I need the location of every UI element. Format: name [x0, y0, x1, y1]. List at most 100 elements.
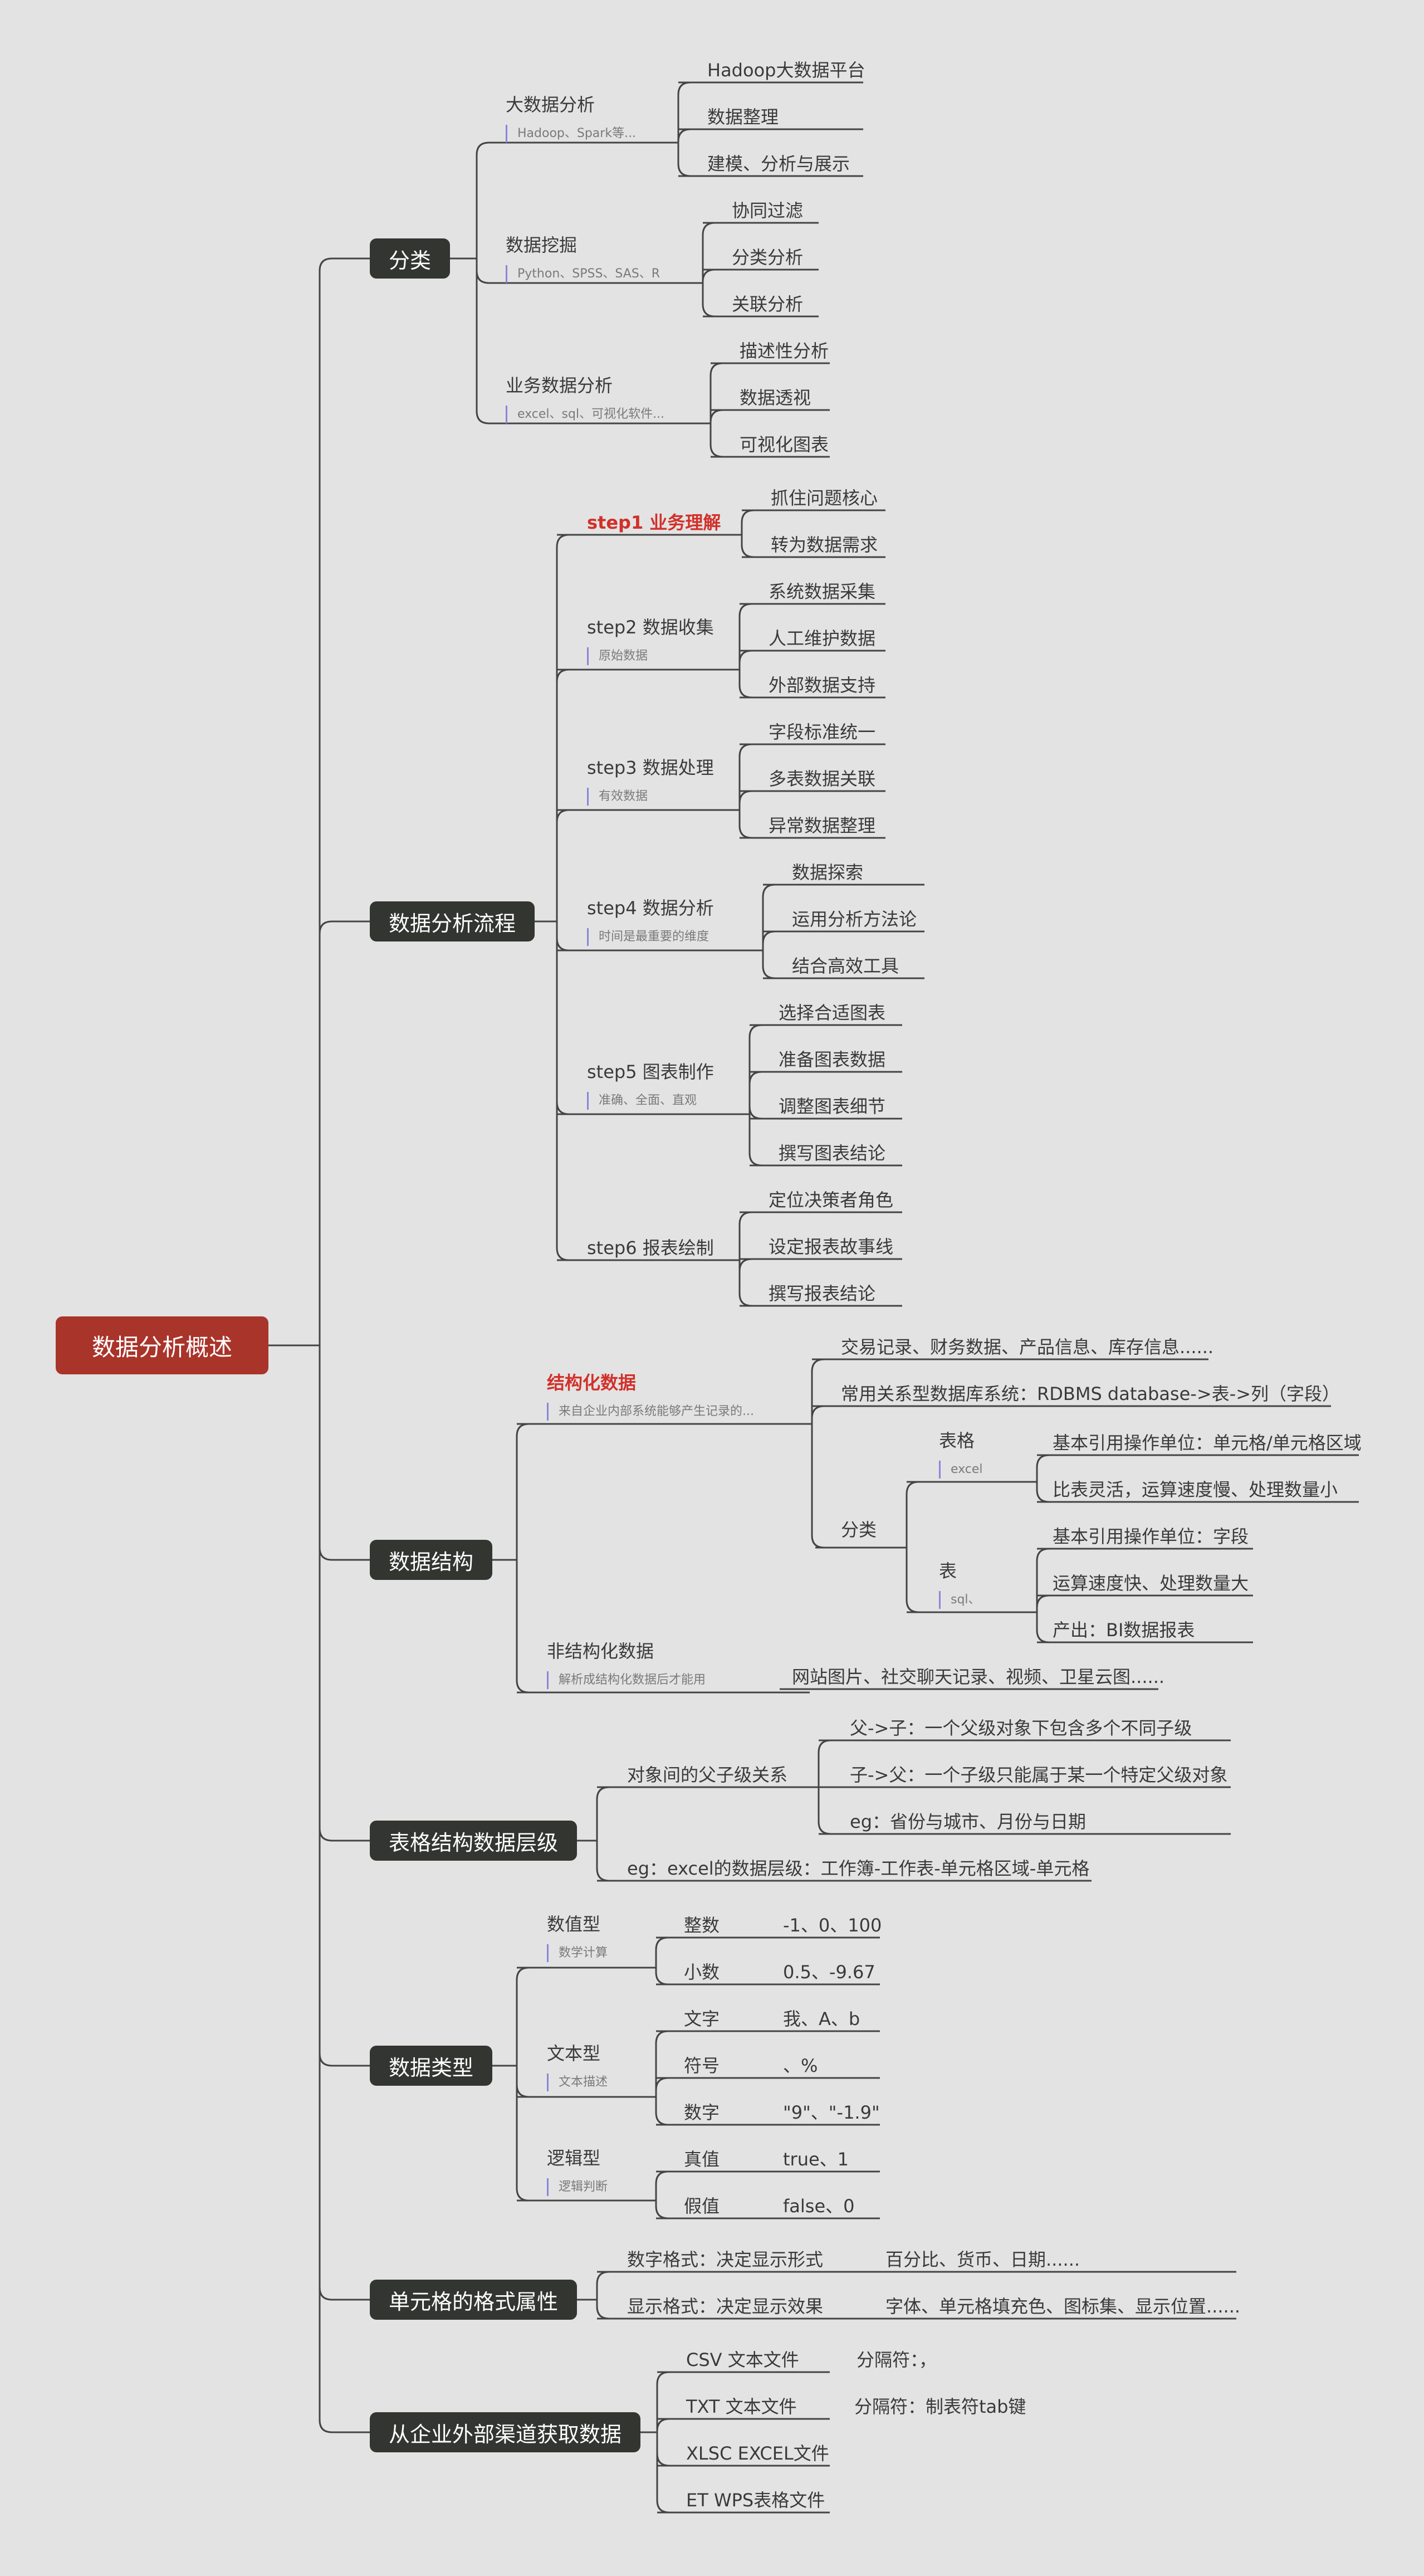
- leaf-number-format[interactable]: 数字格式：决定显示形式: [627, 2249, 824, 2270]
- leaf-tools[interactable]: 结合高效工具: [792, 955, 899, 977]
- leaf-bi-report[interactable]: 产出：BI数据报表: [1053, 1619, 1195, 1641]
- value-true: true、1: [783, 2149, 849, 2170]
- note-numeric: 数学计算: [547, 1944, 608, 1962]
- topic-types[interactable]: 数据类型: [370, 2046, 493, 2086]
- leaf-cf[interactable]: 协同过滤: [732, 200, 804, 221]
- leaf-choose-chart[interactable]: 选择合适图表: [779, 1002, 886, 1023]
- structured-title[interactable]: 结构化数据: [547, 1372, 637, 1393]
- note-mining: Python、SPSS、SAS、R: [506, 265, 660, 283]
- step4-title[interactable]: step4 数据分析: [587, 897, 714, 919]
- leaf-table-unit[interactable]: 基本引用操作单位：字段: [1053, 1526, 1249, 1547]
- root-connector: [319, 1345, 370, 2301]
- leaf-storyline[interactable]: 设定报表故事线: [769, 1236, 894, 1257]
- numeric-title[interactable]: 数值型: [547, 1914, 601, 1935]
- leaf-report-conclusion[interactable]: 撰写报表结论: [769, 1283, 876, 1304]
- leaf-external-data[interactable]: 外部数据支持: [769, 675, 876, 696]
- leaf-decimal[interactable]: 小数: [684, 1962, 720, 1983]
- leaf-true[interactable]: 真值: [684, 2149, 720, 2170]
- topic-structure[interactable]: 数据结构: [370, 1540, 493, 1580]
- step3-connector: [738, 790, 885, 810]
- leaf-manual-data[interactable]: 人工维护数据: [769, 628, 876, 649]
- leaf-sheet-unit[interactable]: 基本引用操作单位：单元格/单元格区域: [1053, 1432, 1362, 1453]
- value-number-format: 百分比、货币、日期......: [885, 2249, 1080, 2270]
- root-topic[interactable]: 数据分析概述: [56, 1316, 268, 1374]
- note-bigdata: Hadoop、Spark等...: [506, 125, 636, 143]
- leaf-sheet-speed[interactable]: 比表灵活，运算速度慢、处理数量小: [1053, 1479, 1338, 1500]
- leaf-descriptive[interactable]: 描述性分析: [740, 340, 829, 362]
- leaf-display-format[interactable]: 显示格式：决定显示效果: [627, 2296, 824, 2317]
- leaf-xlsc[interactable]: XLSC EXCEL文件: [686, 2443, 829, 2464]
- topic-external[interactable]: 从企业外部渠道获取数据: [370, 2412, 641, 2452]
- structured-connector: [811, 1358, 825, 1424]
- leaf-explore[interactable]: 数据探索: [792, 862, 864, 883]
- leaf-methodology[interactable]: 运用分析方法论: [792, 909, 917, 930]
- sheet-title[interactable]: 表格: [939, 1430, 975, 1451]
- leaf-hadoop[interactable]: Hadoop大数据平台: [707, 60, 865, 81]
- leaf-relation-eg[interactable]: eg：省份与城市、月份与日期: [850, 1811, 1087, 1832]
- leaf-core-problem[interactable]: 抓住问题核心: [771, 487, 878, 509]
- leaf-association[interactable]: 关联分析: [732, 294, 804, 315]
- leaf-anomaly[interactable]: 异常数据整理: [769, 815, 876, 836]
- subtopic-bigdata[interactable]: 大数据分析: [506, 94, 595, 115]
- unstructured-title[interactable]: 非结构化数据: [547, 1641, 654, 1662]
- process-connector: [556, 921, 738, 1261]
- leaf-table-speed[interactable]: 运算速度快、处理数量大: [1053, 1573, 1249, 1594]
- leaf-field-std[interactable]: 字段标准统一: [769, 721, 876, 743]
- leaf-rdbms[interactable]: 常用关系型数据库系统：RDBMS database->表->列（字段）: [841, 1383, 1340, 1404]
- leaf-child-parent[interactable]: 子->父：一个子级只能属于某一个特定父级对象: [850, 1764, 1228, 1785]
- leaf-digit-text[interactable]: 数字: [684, 2102, 720, 2123]
- step2-title[interactable]: step2 数据收集: [587, 617, 714, 638]
- subtopic-mining[interactable]: 数据挖掘: [506, 235, 578, 256]
- hierarchy-example[interactable]: eg：excel的数据层级：工作簿-工作表-单元格区域-单元格: [627, 1858, 1090, 1879]
- value-symbol: 、%: [783, 2055, 818, 2076]
- step5-title[interactable]: step5 图表制作: [587, 1061, 714, 1082]
- value-csv: 分隔符：，: [857, 2349, 937, 2370]
- topic-classify[interactable]: 分类: [370, 238, 451, 279]
- leaf-pivot[interactable]: 数据透视: [740, 387, 811, 408]
- leaf-et[interactable]: ET WPS表格文件: [686, 2490, 825, 2511]
- leaf-chart-conclusion[interactable]: 撰写图表结论: [779, 1143, 886, 1164]
- topic-hierarchy[interactable]: 表格结构数据层级: [370, 1821, 578, 1861]
- leaf-chart-data[interactable]: 准备图表数据: [779, 1049, 886, 1070]
- step6-title[interactable]: step6 报表绘制: [587, 1237, 714, 1258]
- leaf-false[interactable]: 假值: [684, 2196, 720, 2217]
- leaf-parent-child[interactable]: 父->子：一个父级对象下包含多个不同子级: [850, 1718, 1192, 1739]
- leaf-decision-maker[interactable]: 定位决策者角色: [769, 1189, 894, 1211]
- step2-connector: [738, 650, 885, 670]
- leaf-chars[interactable]: 文字: [684, 2008, 720, 2029]
- leaf-transaction[interactable]: 交易记录、财务数据、产品信息、库存信息......: [841, 1336, 1214, 1358]
- leaf-classification[interactable]: 分类分析: [732, 247, 804, 268]
- leaf-txt[interactable]: TXT 文本文件: [686, 2396, 797, 2417]
- external-connector: [656, 2418, 830, 2432]
- hierarchy-connector: [596, 1786, 813, 1841]
- leaf-csv[interactable]: CSV 文本文件: [686, 2349, 799, 2370]
- step3-title[interactable]: step3 数据处理: [587, 757, 714, 778]
- leaf-sys-collect[interactable]: 系统数据采集: [769, 581, 876, 602]
- leaf-integer[interactable]: 整数: [684, 1915, 720, 1936]
- leaf-unstructured[interactable]: 网站图片、社交聊天记录、视频、卫星云图......: [792, 1666, 1165, 1687]
- leaf-vis-chart[interactable]: 可视化图表: [740, 434, 829, 455]
- classify-connector: [476, 142, 640, 258]
- root-connector: [319, 1345, 370, 2067]
- leaf-data-clean[interactable]: 数据整理: [707, 106, 779, 128]
- subtopic-business[interactable]: 业务数据分析: [506, 375, 613, 396]
- value-chars: 我、A、b: [783, 2008, 860, 2029]
- logic-title[interactable]: 逻辑型: [547, 2148, 601, 2169]
- leaf-symbol[interactable]: 符号: [684, 2055, 720, 2076]
- leaf-modeling[interactable]: 建模、分析与展示: [707, 153, 850, 174]
- value-false: false、0: [783, 2196, 855, 2217]
- topic-format[interactable]: 单元格的格式属性: [370, 2280, 578, 2320]
- business-connector: [709, 409, 830, 423]
- leaf-multi-table[interactable]: 多表数据关联: [769, 768, 876, 789]
- text-title[interactable]: 文本型: [547, 2043, 601, 2064]
- value-integer: -1、0、100: [783, 1915, 882, 1936]
- table-title[interactable]: 表: [939, 1560, 957, 1582]
- note-step2: 原始数据: [587, 647, 648, 665]
- category-title[interactable]: 分类: [841, 1519, 877, 1540]
- leaf-data-demand[interactable]: 转为数据需求: [771, 534, 878, 555]
- step1-title[interactable]: step1 业务理解: [587, 512, 721, 533]
- leaf-chart-detail[interactable]: 调整图表细节: [779, 1096, 886, 1117]
- relation-title[interactable]: 对象间的父子级关系: [627, 1764, 788, 1785]
- topic-process[interactable]: 数据分析流程: [370, 901, 535, 941]
